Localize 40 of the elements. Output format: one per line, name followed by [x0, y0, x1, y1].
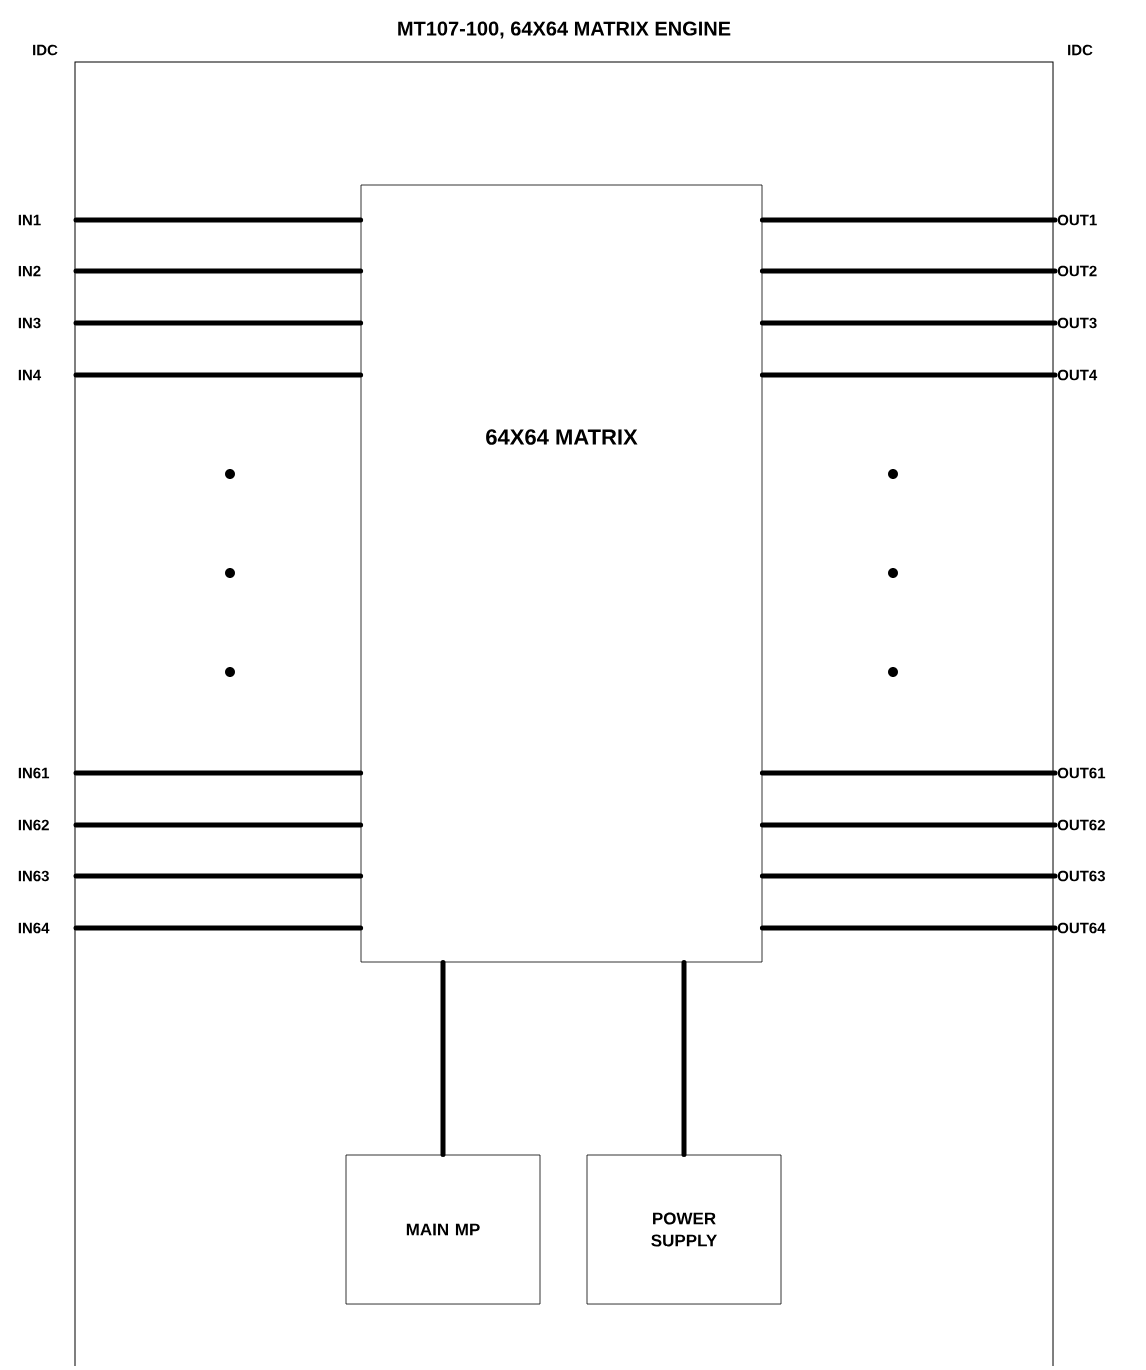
input-label: IN1 [18, 214, 41, 226]
output-label: OUT63 [1057, 870, 1105, 882]
signal-line [759, 217, 1058, 223]
signal-line [759, 372, 1058, 378]
output-label: OUT4 [1057, 369, 1098, 381]
signal-line [73, 372, 364, 378]
signal-line [759, 822, 1058, 828]
output-label: OUT1 [1057, 214, 1097, 226]
signal-line [73, 822, 364, 828]
signal-line [73, 268, 364, 274]
signal-line [759, 873, 1058, 879]
input-label: IN64 [18, 922, 50, 934]
signal-line [759, 925, 1058, 931]
signal-line [73, 925, 364, 931]
signal-line [440, 959, 446, 1158]
module-box: POWER SUPPLY [586, 1154, 782, 1305]
signal-line [681, 959, 687, 1158]
input-label: IN2 [18, 265, 41, 277]
signal-line [759, 770, 1058, 776]
matrix-box: 64X64 MATRIX [360, 184, 763, 963]
output-label: OUT64 [1057, 922, 1106, 934]
output-label: OUT3 [1057, 317, 1097, 329]
input-label: IN62 [18, 819, 49, 831]
signal-line [759, 268, 1058, 274]
input-label: IN63 [18, 870, 49, 882]
title: MT107-100, 64X64 MATRIX ENGINE [398, 21, 731, 39]
signal-line [759, 320, 1058, 326]
signal-line [73, 217, 364, 223]
input-label: IN61 [18, 767, 50, 779]
input-label: IN3 [18, 317, 41, 329]
module-box: MAIN MP [345, 1154, 541, 1305]
output-label: OUT2 [1057, 265, 1097, 277]
signal-line [73, 873, 364, 879]
output-label: OUT62 [1057, 819, 1105, 831]
connector-label: IDC [33, 44, 58, 56]
input-label: IN4 [18, 369, 42, 381]
output-label: OUT61 [1057, 767, 1106, 779]
connector-label: IDC [1068, 44, 1093, 56]
signal-line [73, 770, 364, 776]
signal-line [73, 320, 364, 326]
